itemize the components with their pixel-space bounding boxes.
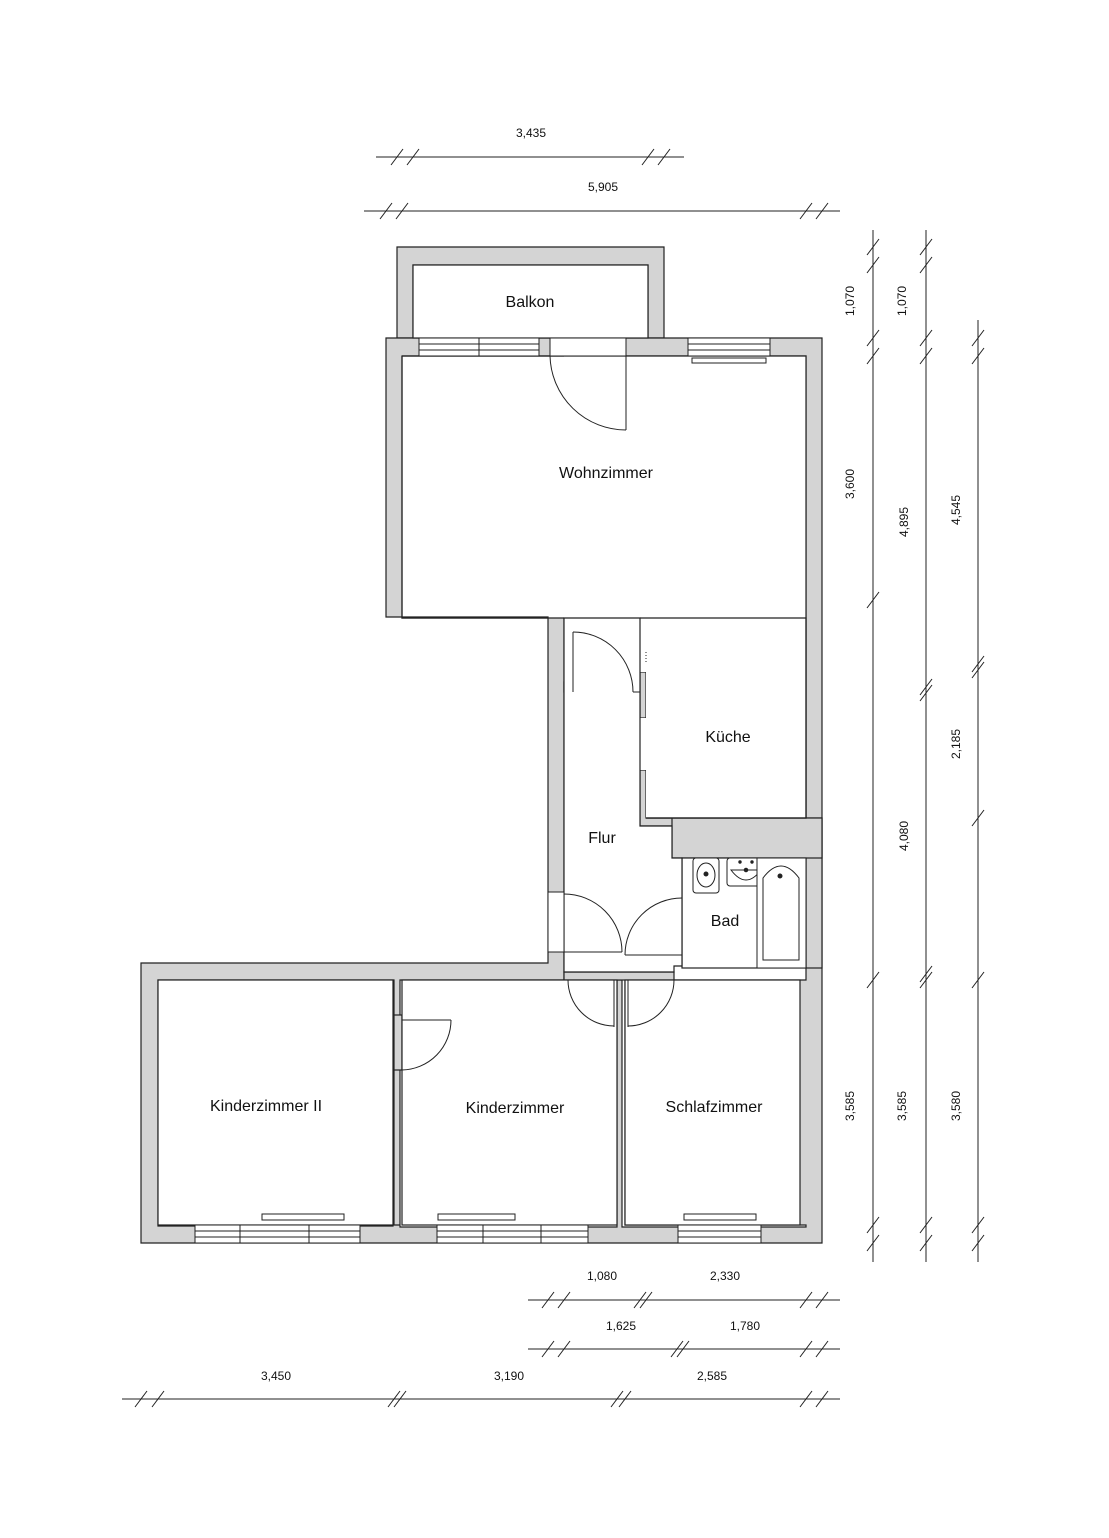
dim-right1-c: 4,080 [897,821,911,851]
window-wohnzimmer [687,337,771,357]
wall-kids2-door-jamb [393,1014,403,1071]
dimension-lines [122,148,985,1408]
radiator-schlafzimmer [683,1213,757,1221]
radiator-kinderzimmer-2 [261,1213,345,1221]
room-label-bad: Bad [711,913,739,930]
room-label-kueche: Küche [705,729,750,746]
dim-right1-a: 1,070 [843,286,857,316]
room-label-wohnzimmer: Wohnzimmer [559,465,654,482]
balcony-door-opening [549,337,627,357]
windows [194,337,771,1244]
dim-bottom2-a: 1,625 [606,1319,636,1333]
dim-bottom3-a: 3,450 [261,1369,291,1383]
dim-right3-c: 3,580 [949,1091,963,1121]
room-label-kinderzimmer-2: Kinderzimmer II [210,1098,322,1115]
dim-right1-d: 3,585 [843,1091,857,1121]
dim-right2-a: 1,070 [895,286,909,316]
radiator-kinderzimmer [437,1213,516,1221]
room-label-schlafzimmer: Schlafzimmer [666,1099,764,1116]
dim-bottom1-b: 2,330 [710,1269,740,1283]
dim-top-1: 3,435 [516,126,546,140]
room-label-balkon: Balkon [506,294,555,311]
dim-bottom3-b: 3,190 [494,1369,524,1383]
wall-bad-top [671,817,823,859]
doors [401,355,807,1071]
room-label-kinderzimmer: Kinderzimmer [466,1100,565,1117]
flur-area [563,617,807,973]
bathroom-fixtures [692,857,807,969]
dim-bottom1-a: 1,080 [587,1269,617,1283]
window-kinderzimmer-2 [194,1224,361,1244]
dim-top-2: 5,905 [588,180,618,194]
radiator-wohnzimmer [691,357,767,364]
wall-wohn-kueche-stub [639,671,647,719]
dim-right1-b: 3,600 [843,469,857,499]
dim-right3-b: 2,185 [949,729,963,759]
room-label-flur: Flur [588,830,616,847]
dim-right2-b: 4,895 [897,507,911,537]
dim-bottom3-c: 2,585 [697,1369,727,1383]
dim-bottom2-b: 1,780 [730,1319,760,1333]
wall-flur-bottom [563,971,675,981]
dimension-labels: 3,435 5,905 1,070 3,600 4,080 3,585 1,07… [261,126,963,1383]
room-labels: Balkon Wohnzimmer Küche Flur Bad Kinderz… [210,294,763,1117]
window-kinderzimmer [436,1224,589,1244]
dim-right2-c: 3,585 [895,1091,909,1121]
dim-right3-a: 4,545 [949,495,963,525]
window-schlafzimmer [677,1224,762,1244]
